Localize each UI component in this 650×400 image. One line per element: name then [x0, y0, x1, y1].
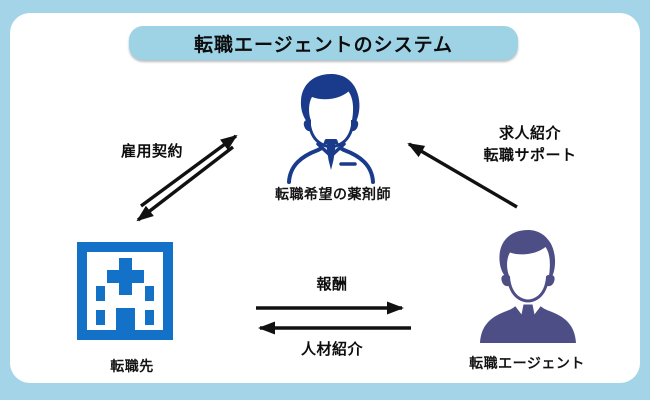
- edge-label-reward: 報酬: [316, 276, 348, 293]
- business-person-icon: [480, 230, 576, 343]
- title-banner: 転職エージェントのシステム: [129, 26, 518, 60]
- edge-label-employment-contract: 雇用契約: [120, 143, 183, 160]
- edge-label-job-support-line2: 転職サポート: [483, 147, 577, 164]
- hospital-building-icon: [77, 242, 173, 340]
- node-label-pharmacist: 転職希望の薬剤師: [275, 186, 391, 202]
- edge-label-job-support: 求人紹介 転職サポート: [455, 123, 605, 167]
- node-label-agent: 転職エージェント: [469, 355, 585, 371]
- pharmacist-icon: [287, 74, 375, 184]
- page-title: 転職エージェントのシステム: [193, 34, 454, 56]
- edge-label-job-support-line1: 求人紹介: [498, 125, 561, 142]
- edge-label-referral: 人材紹介: [300, 341, 363, 358]
- node-label-employer: 転職先: [110, 358, 154, 374]
